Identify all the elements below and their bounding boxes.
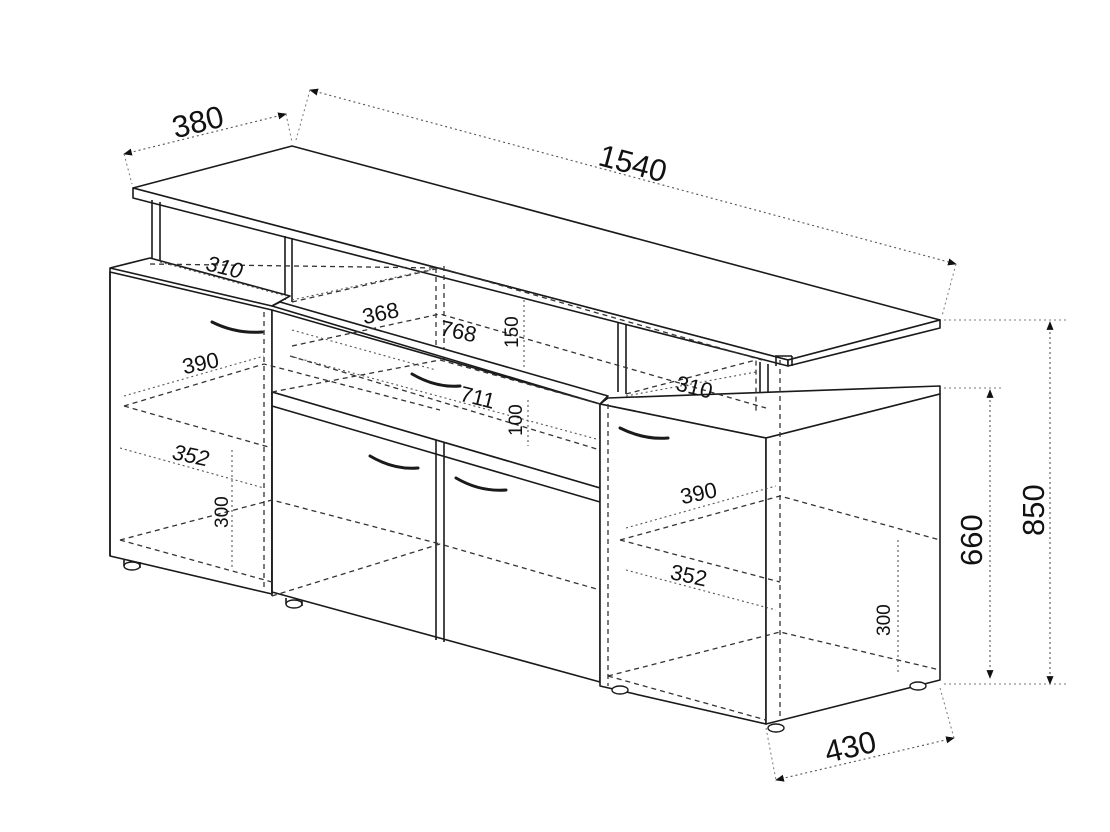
dim-niche-height: 150 xyxy=(502,316,523,348)
dim-depth-top: 380 xyxy=(168,99,227,145)
dim-height-total: 850 xyxy=(1016,484,1051,536)
dim-depth-body: 430 xyxy=(821,724,879,770)
right-cabinet xyxy=(599,385,941,733)
dim-right-shelf-height: 300 xyxy=(874,604,895,636)
dim-left-shelf-height: 300 xyxy=(212,496,233,528)
dim-drawer-height: 100 xyxy=(506,404,527,436)
dim-niche-depth: 368 xyxy=(360,297,401,329)
hidden-lines xyxy=(119,263,941,721)
dimension-lines xyxy=(119,88,1066,782)
dim-width-total: 1540 xyxy=(595,138,671,190)
center-section xyxy=(271,301,609,683)
dim-height-body: 660 xyxy=(954,514,989,566)
dimension-labels: 380 1540 850 660 430 310 310 368 768 150… xyxy=(168,99,1051,770)
left-cabinet xyxy=(109,257,291,595)
